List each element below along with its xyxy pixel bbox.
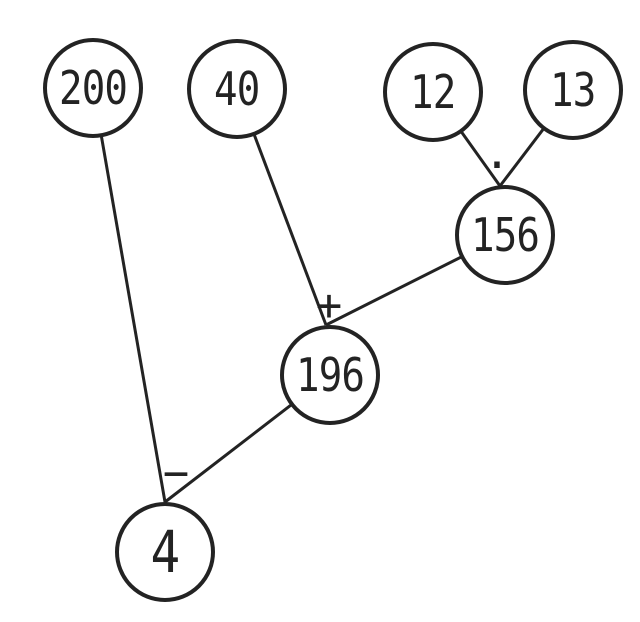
node-196: 196: [280, 325, 380, 425]
node-156-value: 156: [470, 208, 540, 262]
node-12-value: 12: [410, 65, 456, 119]
subtract-operator-label: −: [162, 448, 190, 499]
multiply-operator-label: ·: [483, 140, 511, 191]
node-156: 156: [455, 185, 555, 285]
node-13: 13: [523, 40, 623, 140]
node-4: 4: [115, 502, 215, 602]
node-40-value: 40: [214, 62, 260, 116]
node-4-value: 4: [150, 518, 181, 586]
node-12: 12: [383, 42, 483, 142]
node-200-value: 200: [58, 61, 128, 115]
node-196-value: 196: [295, 348, 365, 402]
node-40: 40: [187, 39, 287, 139]
node-200: 200: [43, 38, 143, 138]
add-operator-label: +: [315, 280, 343, 331]
edge-200-to-4: [91, 87, 167, 503]
node-13-value: 13: [550, 63, 596, 117]
